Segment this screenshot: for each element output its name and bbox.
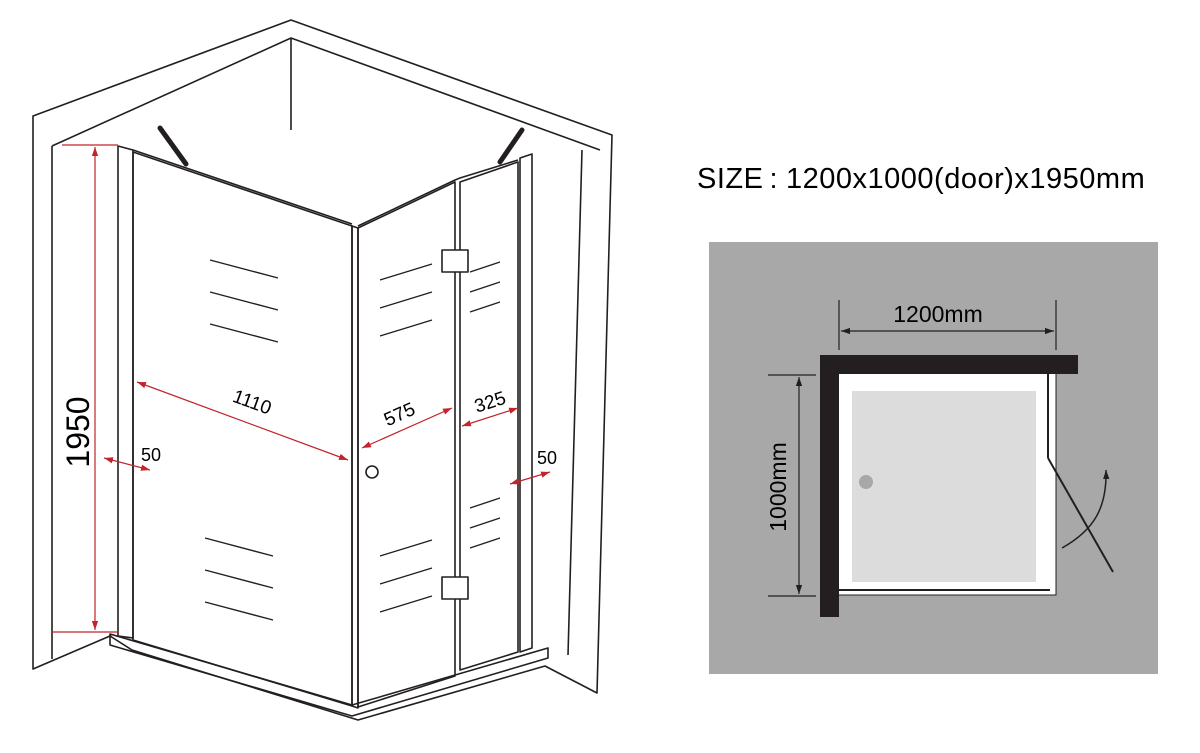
gap-right-label: 50 <box>537 448 557 468</box>
hinge-bottom <box>441 576 469 600</box>
shower-tray-plan <box>852 391 1036 582</box>
door-label: 575 <box>381 399 419 431</box>
stabilizer-bar-left <box>157 125 189 167</box>
size-value: 1200x1000(door)x1950mm <box>786 163 1146 195</box>
size-heading: SIZE:1200x1000(door)x1950mm <box>697 163 1145 196</box>
perspective-view <box>32 19 613 721</box>
plan-depth-label: 1000mm <box>765 442 791 531</box>
door-glass-panel <box>357 181 456 708</box>
shower-tray <box>109 633 549 717</box>
plan-width-label: 1200mm <box>893 301 982 327</box>
corner-post <box>351 225 359 709</box>
wall-profile-left <box>117 145 134 639</box>
gap-left-dimension-line <box>103 457 151 471</box>
door-handle <box>365 465 379 479</box>
fixed-panel-label: 1110 <box>230 386 274 419</box>
door-open-leaf <box>1047 457 1114 573</box>
hinge-top <box>441 249 469 273</box>
frosted-stripes <box>204 259 501 621</box>
drain-icon <box>859 475 873 489</box>
plan-view: 1200mm 1000mm <box>709 242 1158 674</box>
gap-right-dimension-line <box>509 471 551 485</box>
fixed-panel-dimension-line <box>136 381 349 461</box>
stabilizer-bar-right <box>497 127 525 165</box>
wall-left <box>820 355 839 617</box>
height-label: 1950 <box>60 396 96 467</box>
top-rail <box>132 149 519 227</box>
gap-left-label: 50 <box>141 445 161 465</box>
dimension-lines <box>52 144 551 633</box>
size-label: SIZE <box>697 163 764 195</box>
fold-glass-panel <box>459 161 519 671</box>
door-swing-arrow <box>1061 469 1110 549</box>
door-dimension-line <box>361 407 453 449</box>
wall-inner-edges <box>51 37 601 659</box>
wall-profile-right <box>519 153 533 653</box>
wall-outline <box>32 19 613 721</box>
size-separator: : <box>769 163 779 195</box>
fixed-glass-panel <box>132 151 353 707</box>
fold-dimension-line <box>461 407 519 427</box>
wall-top <box>820 355 1078 374</box>
